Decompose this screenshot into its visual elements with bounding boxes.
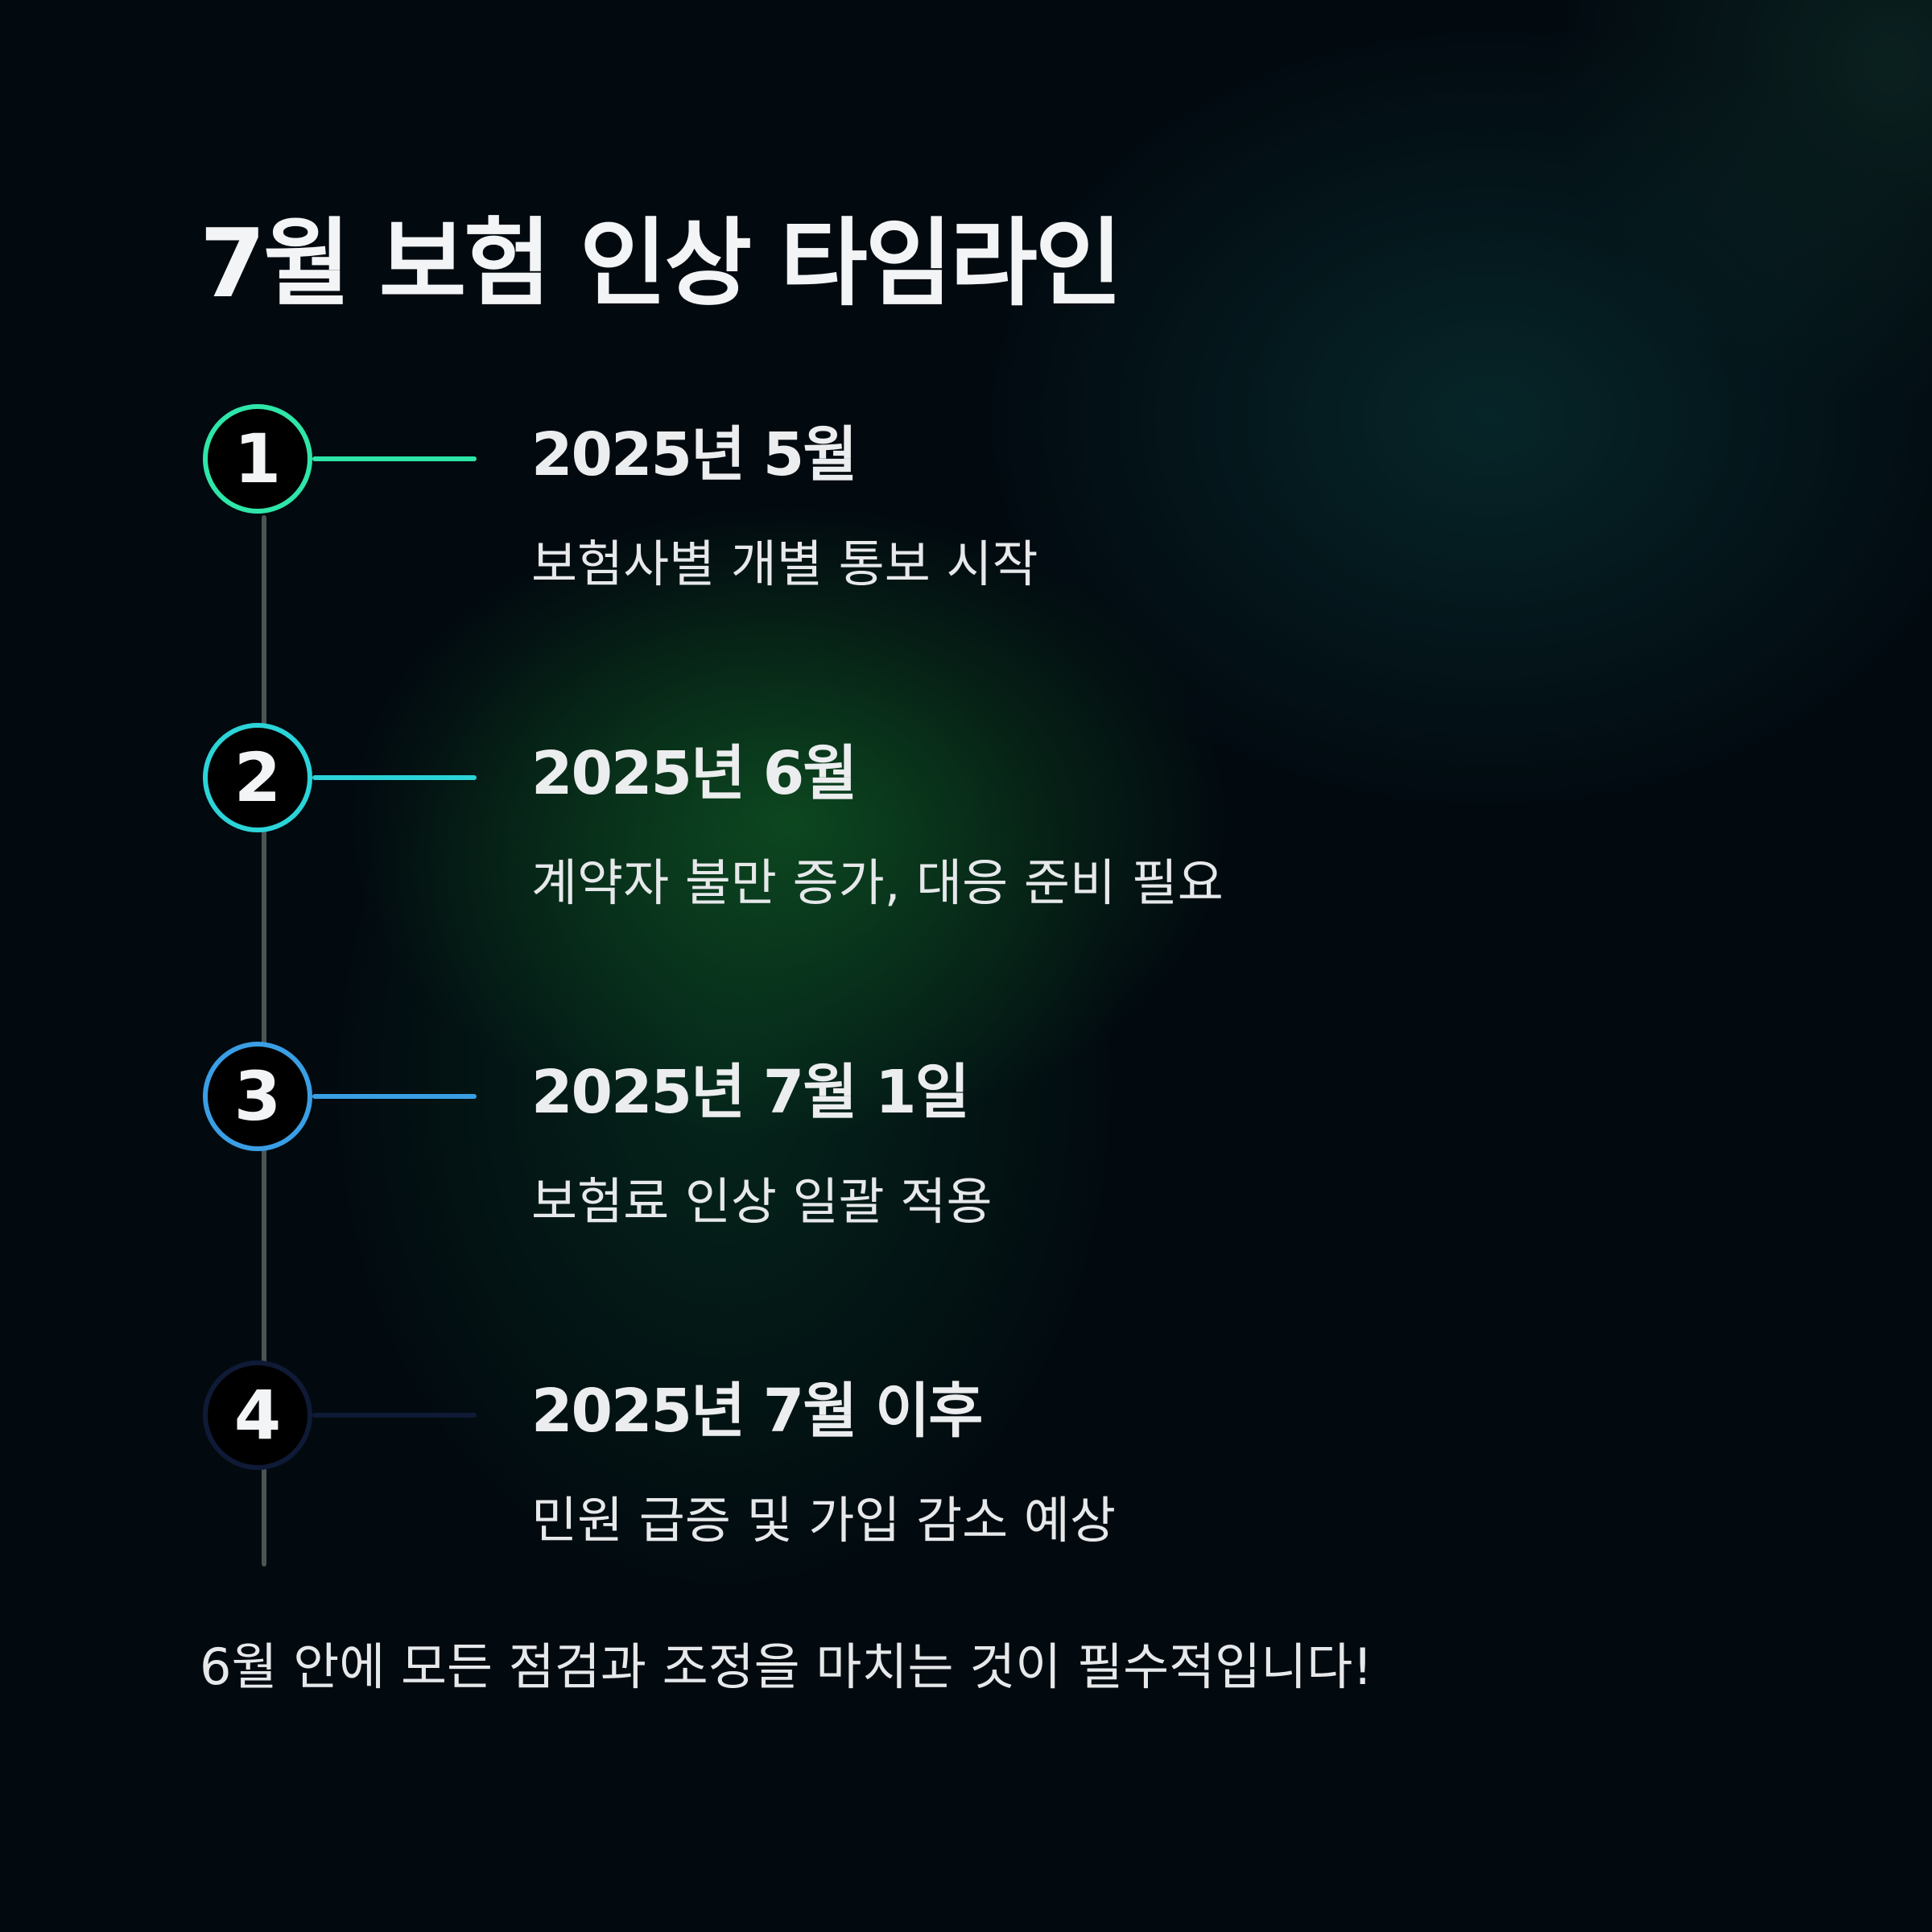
step-connector [312, 1094, 477, 1099]
step-connector [312, 456, 477, 461]
step-description: 계약자 불만 증가, 대응 준비 필요 [531, 853, 1224, 912]
step-date: 2025년 7월 이후 [531, 1377, 983, 1446]
step-description: 보험사별 개별 통보 시작 [531, 535, 1038, 593]
step-number-badge: 2 [203, 723, 312, 832]
page-title: 7월 보험 인상 타임라인 [200, 208, 1122, 319]
step-number-badge: 1 [203, 404, 312, 514]
step-connector [312, 775, 477, 780]
step-number: 2 [233, 738, 282, 817]
footer-note: 6월 안에 모든 점검과 조정을 마치는 것이 필수적입니다! [200, 1637, 1373, 1696]
step-date: 2025년 6월 [531, 739, 857, 808]
step-number-badge: 3 [203, 1042, 312, 1151]
timeline-rail [262, 515, 266, 1567]
step-date: 2025년 5월 [531, 420, 857, 489]
step-number: 3 [233, 1057, 282, 1136]
step-connector [312, 1413, 477, 1418]
step-description: 민원 급증 및 가입 감소 예상 [531, 1491, 1116, 1550]
step-number: 4 [233, 1376, 282, 1455]
step-number: 1 [233, 419, 282, 498]
step-number-badge: 4 [203, 1360, 312, 1470]
step-date: 2025년 7월 1일 [531, 1058, 970, 1127]
step-description: 보험료 인상 일괄 적용 [531, 1172, 993, 1231]
